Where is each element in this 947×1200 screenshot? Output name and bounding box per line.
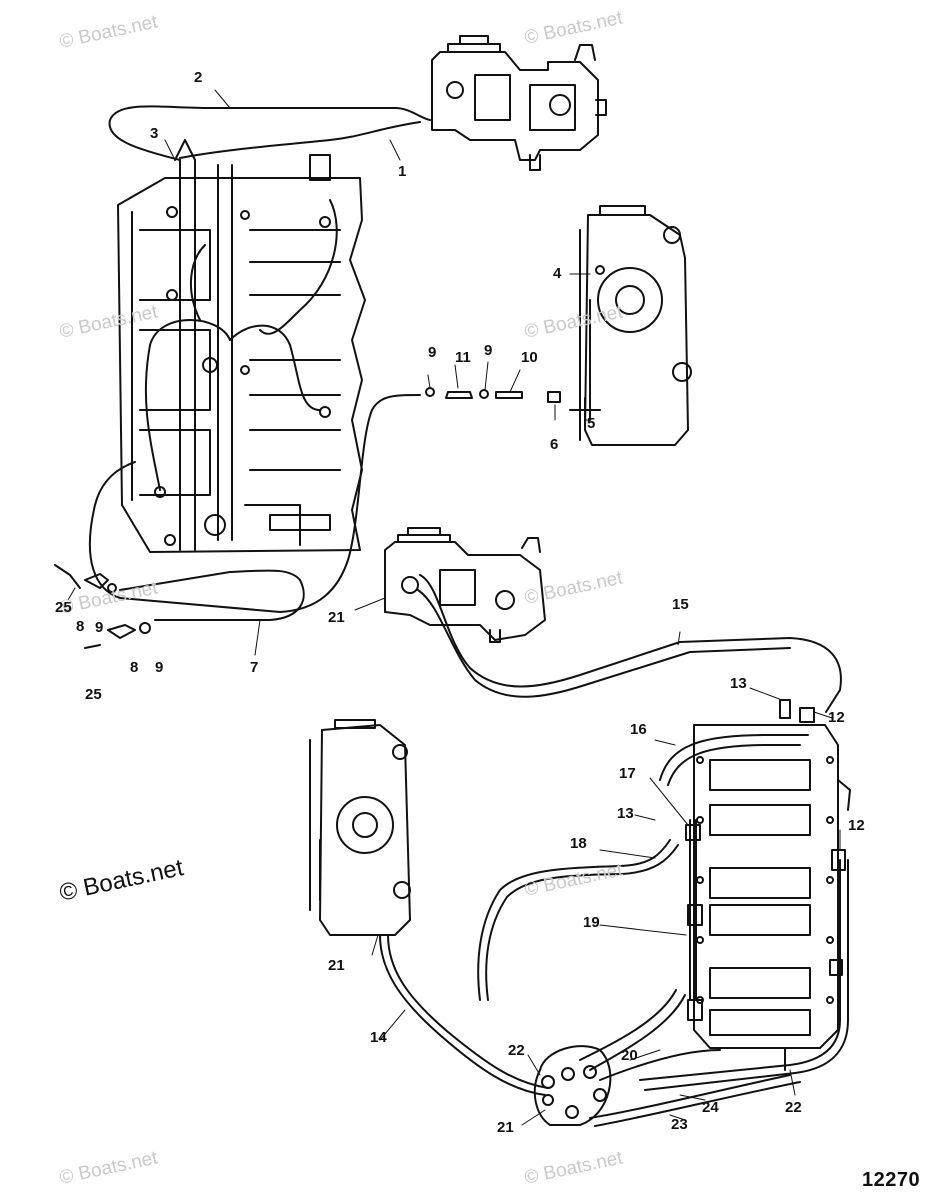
callout-20: 20 (621, 1047, 638, 1064)
callout-25: 25 (85, 686, 102, 703)
distribution-block (533, 1045, 612, 1126)
callout-12: 12 (828, 709, 845, 726)
callout-14: 14 (370, 1029, 387, 1046)
callout-11: 11 (455, 349, 471, 366)
callout-16: 16 (630, 721, 647, 738)
callout-13: 13 (730, 675, 747, 692)
hose-7 (88, 394, 421, 613)
lower-cover (309, 719, 411, 936)
engine-hoses (144, 199, 338, 491)
manifold-hoses (477, 699, 849, 1127)
callout-6: 6 (550, 436, 559, 453)
callout-12: 12 (848, 817, 865, 834)
callout-21: 21 (328, 609, 345, 626)
callout-24: 24 (702, 1099, 719, 1116)
callout-2: 2 (194, 69, 203, 86)
upper-fuel-module (431, 35, 607, 171)
callout-4: 4 (553, 265, 562, 282)
fuel-manifold (693, 724, 851, 1049)
callout-17: 17 (619, 765, 636, 782)
callout-7: 7 (250, 659, 259, 676)
callout-8: 8 (76, 618, 85, 635)
lower-fuel-module (384, 527, 546, 643)
callout-18: 18 (570, 835, 587, 852)
callout-9: 9 (95, 619, 104, 636)
callout-19: 19 (583, 914, 600, 931)
callout-21: 21 (328, 957, 345, 974)
hose-14 (379, 934, 546, 1096)
callout-3: 3 (150, 125, 159, 142)
hose-2 (108, 105, 431, 161)
callout-22: 22 (785, 1099, 802, 1116)
callout-13: 13 (617, 805, 634, 822)
callout-23: 23 (671, 1116, 688, 1133)
leader-lines (67, 89, 841, 1126)
callout-22: 22 (508, 1042, 525, 1059)
hose-7-lower (119, 569, 305, 621)
callout-1: 1 (398, 163, 407, 180)
figure-number: 12270 (862, 1169, 921, 1191)
hose-15b (417, 589, 791, 698)
hose-1 (179, 121, 421, 159)
part-4-cover (579, 205, 692, 446)
callout-21: 21 (497, 1119, 514, 1136)
callout-9: 9 (428, 344, 437, 361)
callout-25: 25 (55, 599, 72, 616)
callout-15: 15 (672, 596, 689, 613)
callout-9: 9 (155, 659, 164, 676)
callout-8: 8 (130, 659, 139, 676)
fitting-row (425, 387, 523, 399)
engine-block (117, 139, 366, 553)
callout-10: 10 (521, 349, 538, 366)
callout-5: 5 (587, 415, 596, 432)
hose-14b (387, 934, 549, 1089)
hose-15 (419, 574, 842, 713)
left-fittings (54, 564, 151, 649)
callout-9: 9 (484, 342, 493, 359)
